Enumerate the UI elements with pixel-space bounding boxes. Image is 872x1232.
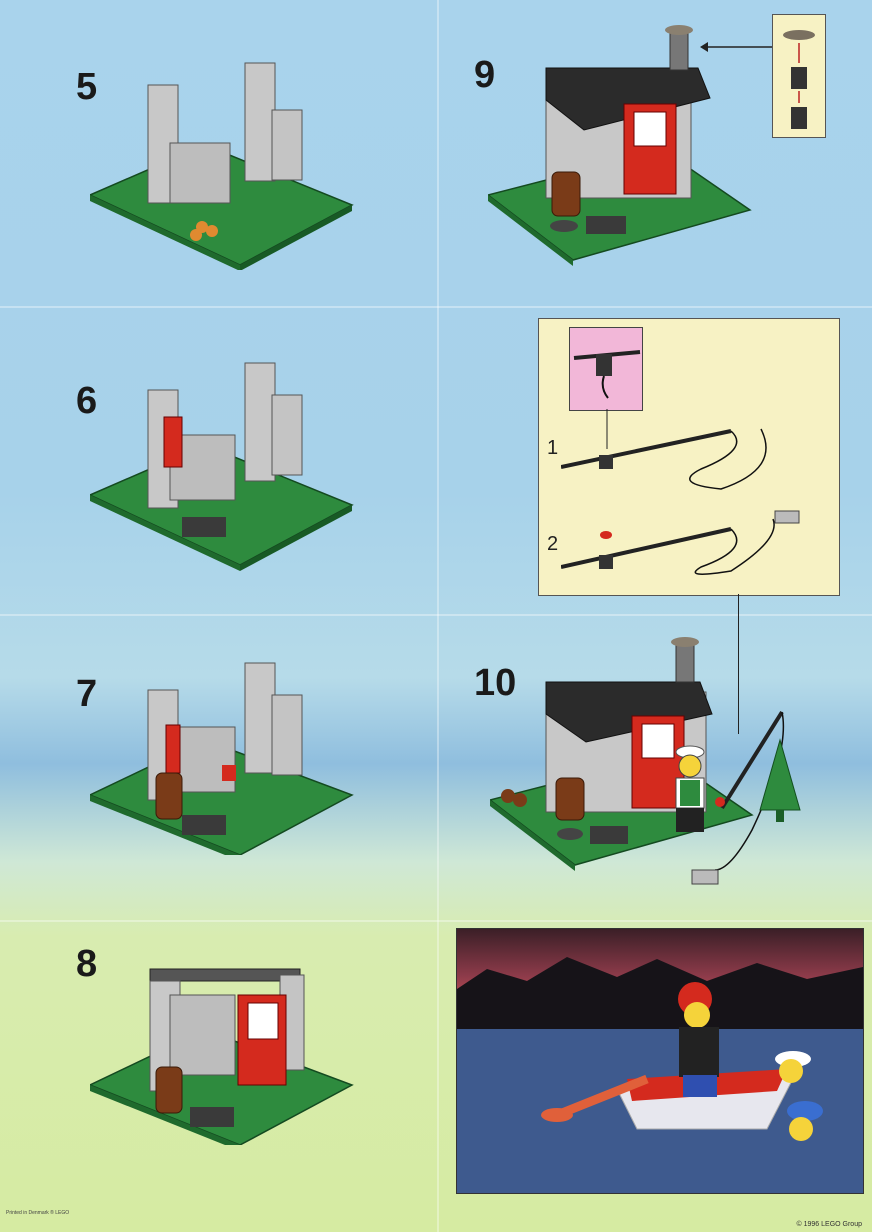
fold-line-3 — [0, 920, 872, 922]
red-window — [165, 724, 181, 774]
minifigure-fisherman — [675, 745, 705, 832]
log — [501, 789, 515, 803]
baseplate-edge — [90, 195, 240, 270]
door-window — [247, 1002, 279, 1040]
chimney-parts — [783, 30, 815, 129]
forest-silhouette — [457, 957, 863, 1029]
front-wall — [169, 142, 231, 204]
step-number-6: 6 — [76, 380, 98, 422]
fishing-rod-diagrams — [561, 409, 800, 575]
callout-arrow — [700, 42, 772, 52]
pallet — [586, 216, 626, 234]
step-10-illustration — [490, 637, 801, 885]
callout-leader-line — [738, 594, 739, 734]
side-wall — [271, 109, 303, 181]
minifig-torso — [679, 1027, 719, 1077]
minifig-legs — [683, 1075, 717, 1097]
chimney — [669, 29, 689, 71]
chimney-part — [791, 67, 807, 89]
step-number-9: 9 — [474, 54, 496, 96]
chimney — [675, 641, 695, 683]
sub-step-1-label: 1 — [547, 437, 559, 459]
chimney-parts-callout — [772, 14, 826, 138]
copyright-text: © 1996 LEGO Group — [796, 1221, 862, 1228]
barrel — [155, 1066, 183, 1114]
minifig-head — [684, 1002, 710, 1028]
fold-line-1 — [0, 306, 872, 308]
side-wall — [271, 394, 303, 476]
fishing-line-2 — [694, 518, 775, 575]
fold-line-vertical — [437, 0, 439, 1232]
orange-log — [206, 225, 218, 237]
step-number-5: 5 — [76, 66, 98, 108]
frying-pan — [557, 828, 583, 840]
swimmer-head-1 — [779, 1059, 803, 1083]
step-number-8: 8 — [76, 943, 98, 985]
baseplate-edge-right — [240, 205, 352, 270]
blue-cap — [787, 1101, 823, 1121]
fold-line-2 — [0, 614, 872, 616]
chimney-part — [791, 107, 807, 129]
fish-hook-part — [774, 510, 800, 524]
fine-print: Printed in Denmark ® LEGO — [6, 1210, 70, 1216]
red-mug — [222, 765, 236, 781]
reel — [715, 797, 725, 807]
door-window — [633, 111, 667, 147]
fishing-rod-2 — [561, 527, 732, 569]
top-beam — [149, 968, 301, 982]
step-9-illustration — [488, 25, 752, 266]
front-wall — [169, 994, 236, 1076]
oar — [555, 1074, 649, 1120]
sub-step-2-label: 2 — [547, 533, 559, 555]
red-window — [163, 416, 183, 468]
fishing-line-1 — [689, 428, 767, 490]
swimmer-head-2 — [789, 1117, 813, 1141]
right-wall — [244, 362, 276, 482]
step-7-illustration — [90, 662, 354, 855]
pallet — [182, 815, 226, 835]
fish-hook — [691, 869, 719, 885]
step-8-illustration — [90, 968, 354, 1145]
fishing-rod — [720, 710, 784, 810]
chimney-cap — [665, 25, 693, 35]
barrel — [551, 171, 581, 217]
pallet — [190, 1107, 234, 1127]
step-6-illustration — [90, 362, 354, 571]
frying-pan — [550, 220, 578, 232]
right-wall — [244, 62, 276, 182]
right-wall — [244, 662, 276, 774]
pallet — [590, 826, 628, 844]
fishing-line — [714, 711, 785, 871]
barrel — [155, 772, 183, 820]
barrel — [555, 777, 585, 821]
fishing-rod-callout: 1 2 — [538, 318, 840, 596]
step-number-10: 10 — [474, 662, 517, 704]
step-number-7: 7 — [76, 673, 98, 715]
log — [513, 793, 527, 807]
detail-box — [569, 327, 643, 411]
red-reel-part — [600, 531, 612, 539]
orange-log — [190, 229, 202, 241]
box-photo — [456, 928, 864, 1194]
step-5-illustration — [90, 62, 354, 270]
cap-part — [783, 30, 815, 40]
fishing-rod-1 — [561, 429, 732, 469]
pine-tree — [759, 738, 801, 811]
chimney-cap — [671, 637, 699, 647]
pallet — [182, 517, 226, 537]
door-window — [641, 723, 675, 759]
side-wall — [271, 694, 303, 776]
